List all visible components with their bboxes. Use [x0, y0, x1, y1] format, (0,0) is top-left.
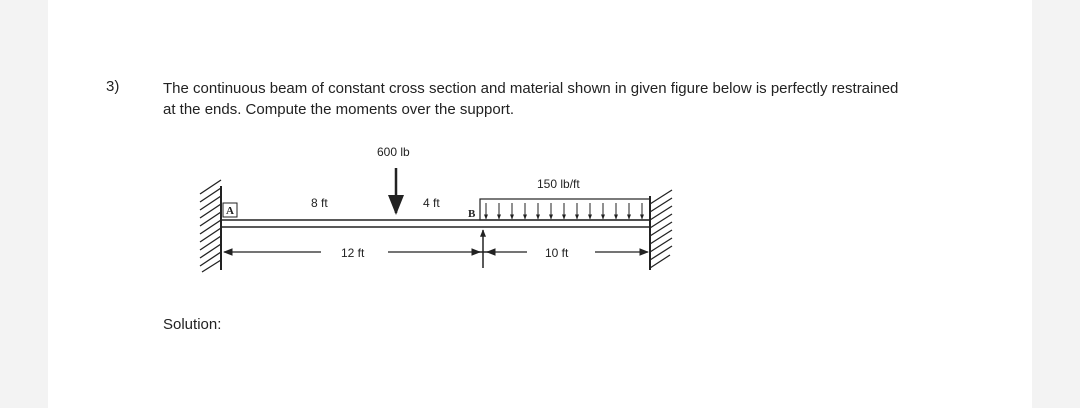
document-page: [48, 0, 1032, 408]
support-b-reaction: [476, 229, 490, 268]
support-a-box: [222, 202, 238, 218]
question-text: The continuous beam of constant cross se…: [163, 78, 983, 120]
question-text-line-1: The continuous beam of constant cross se…: [163, 80, 899, 97]
solution-label: Solution:: [163, 316, 222, 333]
beam: [221, 219, 650, 228]
distributed-load-label: 150 lb/ft: [537, 177, 580, 191]
support-a-label: A: [226, 205, 234, 217]
left-fixed-wall: [199, 179, 222, 273]
question-text-line-2: at the ends. Compute the moments over th…: [163, 101, 515, 118]
point-load-label: 600 lb: [377, 145, 410, 159]
span-b-end-label: 10 ft: [545, 246, 569, 260]
question-number: 3): [106, 78, 120, 95]
dim-load-to-b-label: 4 ft: [423, 196, 440, 210]
span-ab-label: 12 ft: [341, 246, 365, 260]
dim-left-to-load-label: 8 ft: [311, 196, 328, 210]
right-fixed-wall: [649, 189, 673, 270]
distributed-load: [479, 198, 651, 221]
support-b-label: B: [468, 208, 476, 220]
